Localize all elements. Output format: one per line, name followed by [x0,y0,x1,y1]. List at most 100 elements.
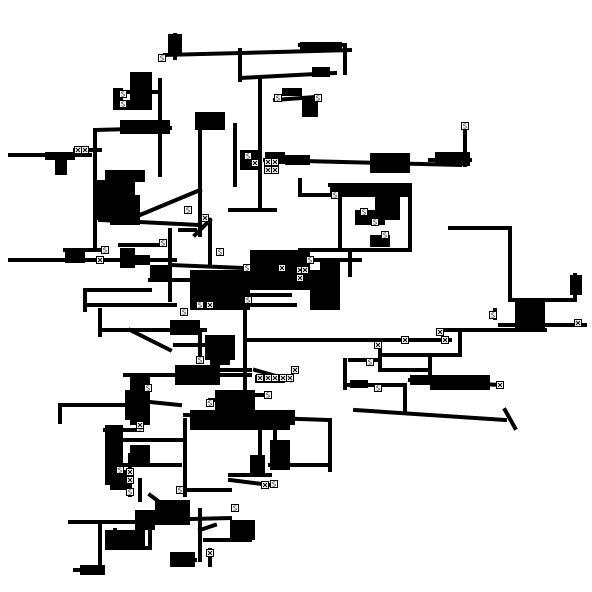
room-block [282,88,302,96]
stair-marker[interactable]: S [184,206,192,215]
crossing-marker[interactable] [301,266,309,274]
stair-glyph: S [333,192,337,200]
stair-glyph: S [266,392,270,400]
crossing-marker[interactable] [278,264,286,272]
stair-marker[interactable]: S [119,90,127,99]
stair-marker[interactable]: S [274,94,282,103]
corridor-segment [197,522,218,533]
room-block [130,72,152,100]
stair-glyph: S [208,400,212,408]
stair-marker[interactable]: S [244,152,252,161]
crossing-marker[interactable] [271,166,279,174]
room-block [105,530,145,550]
stair-glyph: S [272,481,276,489]
stair-marker[interactable]: S [331,191,339,200]
room-block [125,390,150,420]
crossing-marker[interactable] [251,159,259,167]
stair-glyph: S [316,95,320,103]
stair-marker[interactable]: S [314,94,322,103]
stair-glyph: S [182,309,186,317]
corridor-segment [502,407,518,431]
stair-glyph: S [276,95,280,103]
crossing-marker[interactable] [436,328,444,336]
stair-marker[interactable]: S [264,391,272,400]
stair-marker[interactable]: S [489,311,497,320]
room-block [45,152,75,160]
stair-marker[interactable]: S [231,504,239,513]
stair-marker[interactable]: S [243,264,251,273]
crossing-marker[interactable] [279,374,287,382]
stair-marker[interactable]: S [381,231,389,240]
marker-layer: SSSSSSSSSSSSSSSSSSSSSSSSSSSSSSSSSSS [74,54,582,557]
crossing-marker[interactable] [264,158,272,166]
corridor-segment [167,262,248,271]
stair-marker[interactable]: S [176,486,184,495]
stair-glyph: S [161,240,165,248]
room-block [210,355,230,365]
room-block [350,380,368,388]
stair-marker[interactable]: S [126,488,134,497]
crossing-marker[interactable] [264,166,272,174]
stair-marker[interactable]: S [196,301,204,310]
stair-marker[interactable]: S [374,384,382,393]
stair-marker[interactable]: S [244,296,252,305]
crossing-marker[interactable] [96,256,104,264]
stair-glyph: S [246,153,250,161]
crossing-marker[interactable] [401,336,409,344]
crossing-marker[interactable] [291,366,299,374]
crossing-marker[interactable] [496,381,504,389]
crossing-marker[interactable] [206,301,214,309]
crossing-marker[interactable] [256,374,264,382]
stair-marker[interactable]: S [144,384,152,393]
stair-marker[interactable]: S [360,208,368,217]
room-block [270,440,290,470]
stair-glyph: S [376,385,380,393]
crossing-marker[interactable] [441,336,449,344]
crossing-marker[interactable] [264,374,272,382]
stair-glyph: S [308,257,312,265]
room-block [200,285,245,305]
crossing-marker[interactable] [574,319,582,327]
stair-marker[interactable]: S [158,54,166,63]
stair-glyph: S [118,467,122,475]
crossing-marker[interactable] [271,158,279,166]
room-block [168,34,182,56]
crossing-marker[interactable] [206,549,214,557]
stair-marker[interactable]: S [371,218,379,227]
stair-glyph: S [233,505,237,513]
crossing-marker[interactable] [74,146,82,154]
stair-marker[interactable]: S [159,239,167,248]
stair-marker[interactable]: S [366,358,374,367]
stair-marker[interactable]: S [196,356,204,365]
stair-marker[interactable]: S [461,122,469,131]
stair-marker[interactable]: S [119,100,127,109]
stair-marker[interactable]: S [270,480,278,489]
room-block [150,265,170,280]
room-block [170,320,200,335]
stair-marker[interactable]: S [116,466,124,475]
room-block [355,210,385,225]
crossing-marker[interactable] [126,468,134,476]
room-block [285,155,310,165]
room-block [122,100,152,110]
stair-marker[interactable]: S [306,256,314,265]
crossing-marker[interactable] [81,146,89,154]
stair-marker[interactable]: S [101,246,109,255]
crossing-marker[interactable] [201,214,209,222]
stair-marker[interactable]: S [206,399,214,408]
stair-marker[interactable]: S [180,308,188,317]
crossing-marker[interactable] [126,476,134,484]
stair-marker[interactable]: S [216,248,224,257]
stair-glyph: S [160,55,164,63]
room-block [230,520,255,540]
crossing-marker[interactable] [136,421,144,429]
room-block [130,255,150,265]
stair-glyph: S [245,265,249,273]
crossing-marker[interactable] [296,274,304,282]
crossing-marker[interactable] [271,374,279,382]
crossing-marker[interactable] [286,374,294,382]
crossing-marker[interactable] [261,481,269,489]
crossing-marker[interactable] [374,341,382,349]
